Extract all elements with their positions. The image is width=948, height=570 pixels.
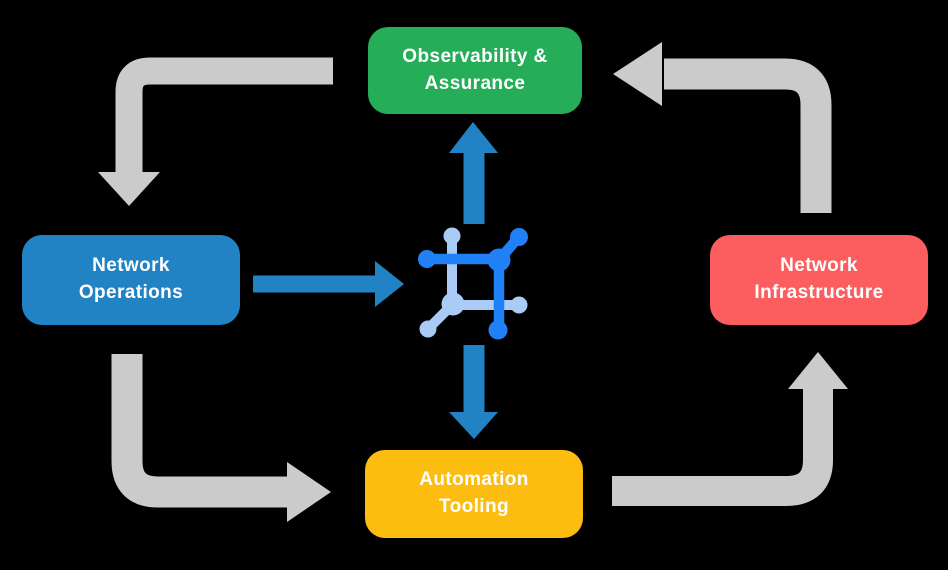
flow-arrow-center-to-automation bbox=[449, 345, 498, 439]
arrow-head bbox=[788, 352, 848, 389]
node-network-infrastructure: Network Infrastructure bbox=[710, 235, 928, 325]
network-mesh-icon-light-lines bbox=[419, 227, 528, 338]
arrow-head bbox=[449, 122, 498, 153]
arrow-shaft bbox=[664, 58, 832, 213]
node-label-line2: Operations bbox=[78, 282, 184, 303]
node-label-line1: Observability & bbox=[402, 45, 548, 67]
cycle-arrow-observability-to-operations bbox=[98, 57, 333, 206]
node-label-line2: Assurance bbox=[424, 72, 526, 94]
arrow-shaft bbox=[612, 389, 833, 506]
arrow-head bbox=[613, 42, 662, 106]
arrow-head bbox=[375, 261, 404, 307]
arrow-shaft bbox=[111, 354, 289, 508]
flow-arrow-center-to-observability bbox=[449, 122, 498, 224]
arrow-head bbox=[287, 462, 331, 522]
arrow-shaft bbox=[115, 57, 333, 174]
cycle-arrow-automation-to-infrastructure bbox=[612, 352, 848, 506]
node-network-operations: Network Operations bbox=[22, 235, 240, 325]
arrow-head bbox=[449, 412, 498, 439]
node-label-line1: Automation bbox=[419, 469, 529, 491]
node-observability-assurance: Observability & Assurance bbox=[368, 27, 582, 114]
cycle-arrow-infrastructure-to-observability bbox=[613, 42, 832, 213]
cycle-arrow-operations-to-automation bbox=[111, 354, 331, 522]
node-label-line2: Infrastructure bbox=[754, 282, 884, 303]
arrow-head bbox=[98, 172, 160, 206]
node-label-line2: Tooling bbox=[439, 496, 509, 517]
node-label-line1: Network bbox=[780, 255, 858, 277]
network-mesh-icon-dark-lines bbox=[418, 228, 528, 340]
flow-arrow-operations-to-center bbox=[253, 261, 404, 307]
node-label-line1: Network bbox=[92, 255, 170, 277]
node-automation-tooling: Automation Tooling bbox=[365, 450, 583, 538]
network-mesh-icon bbox=[418, 227, 528, 340]
